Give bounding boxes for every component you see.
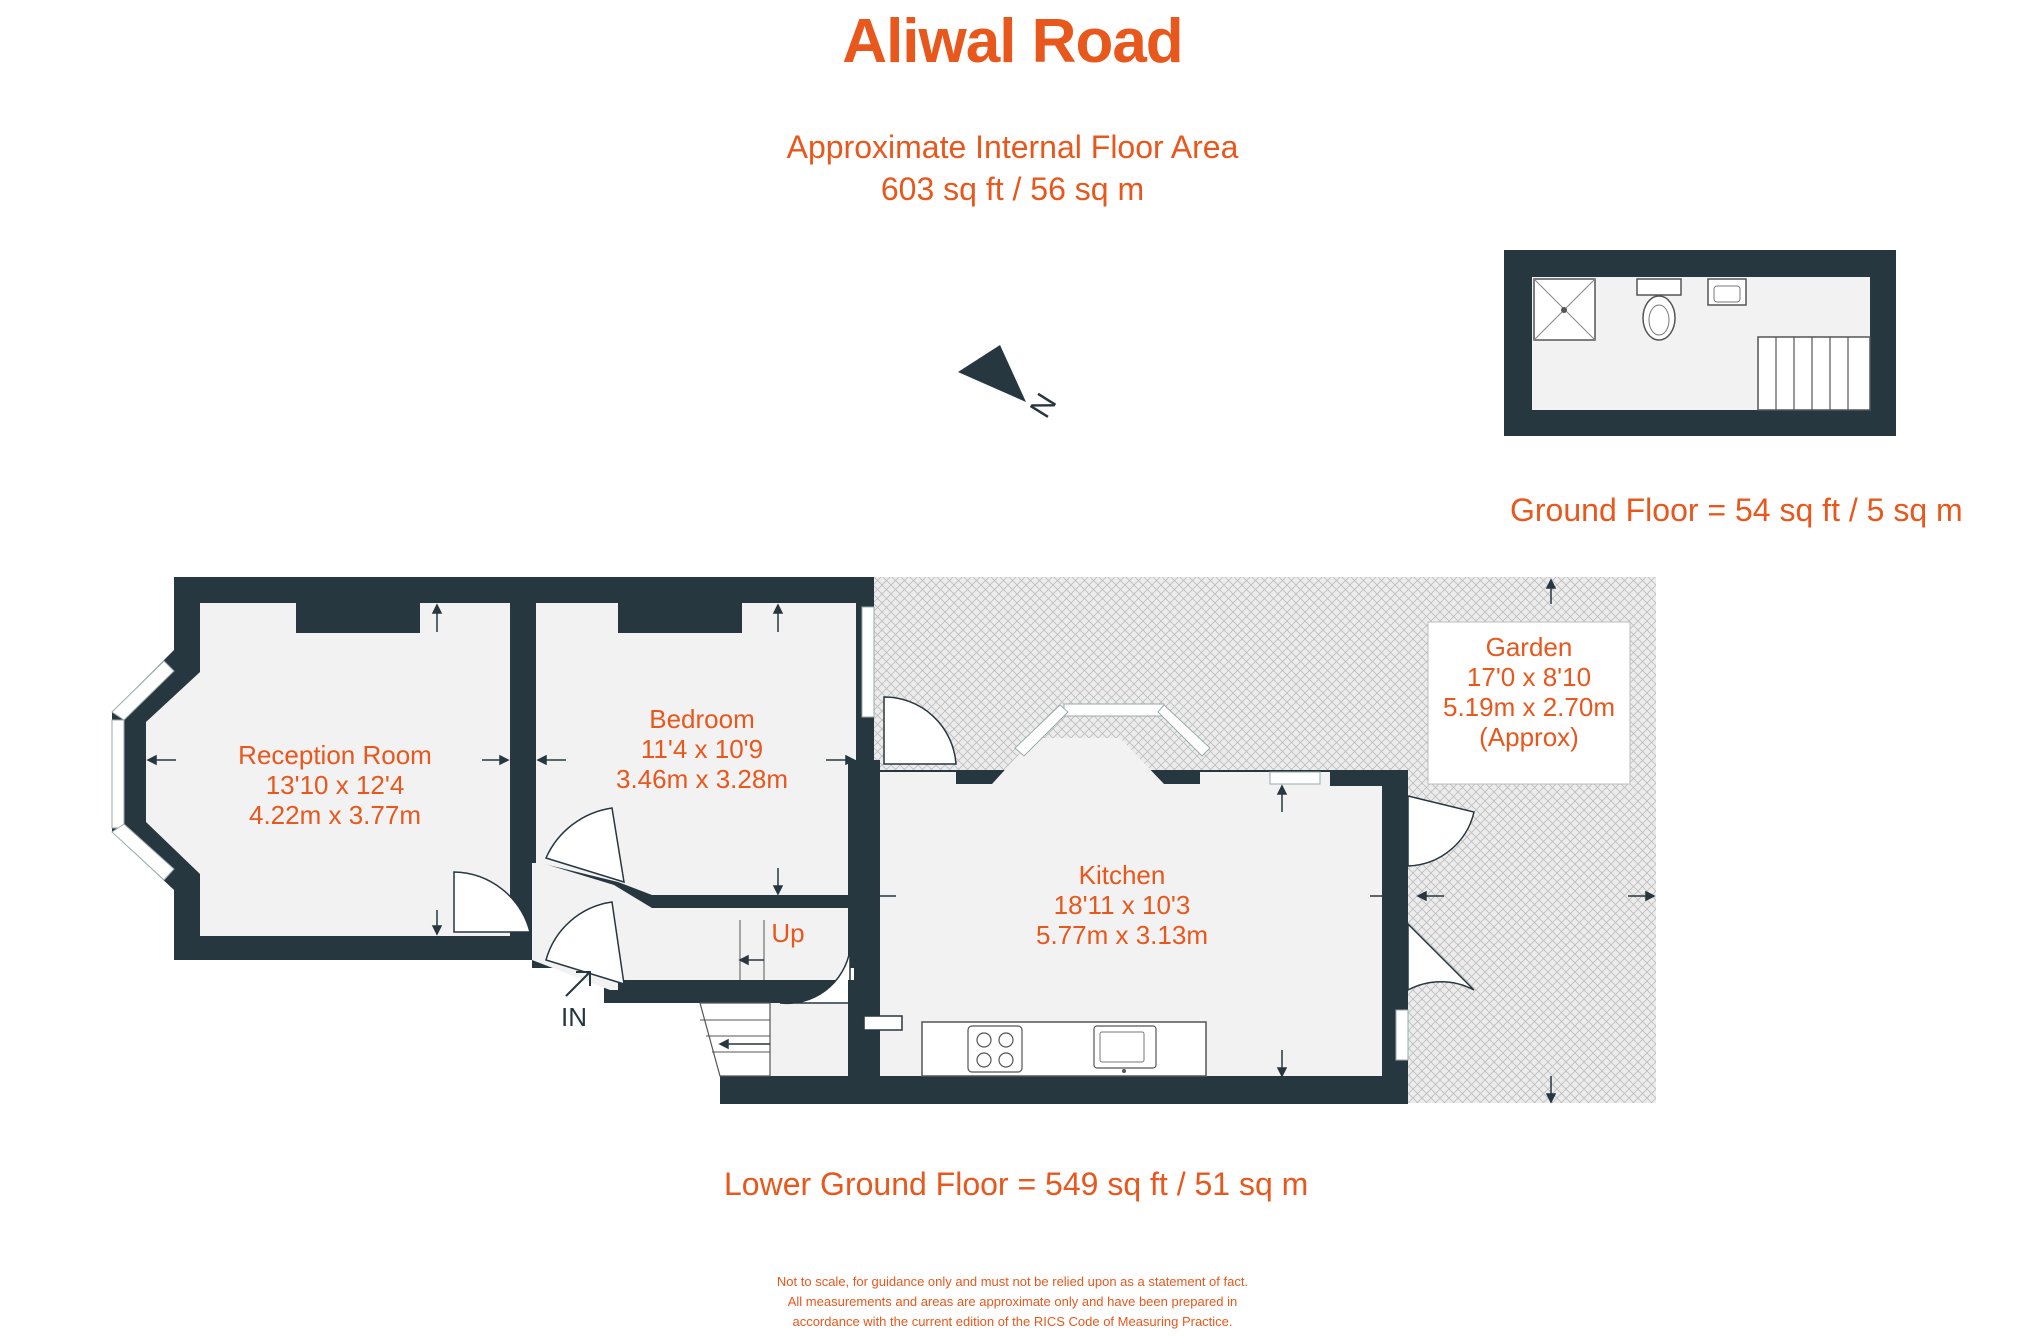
disclaimer: Not to scale, for guidance only and must… [0,1272,2025,1332]
floor-area-heading: Approximate Internal Floor Area [786,129,1239,165]
lower-ground-floor-area-label: Lower Ground Floor = 549 sq ft / 51 sq m [724,1166,1309,1202]
property-title: Aliwal Road [842,7,1183,76]
garden-metric: 5.19m x 2.70m [1443,692,1615,722]
toilet-icon [1636,278,1682,341]
floor-area-summary: Approximate Internal Floor Area 603 sq f… [0,126,2025,210]
hob-icon [967,1025,1023,1073]
compass-north-arrow [958,345,1026,402]
kitchen-worktop [921,1021,1207,1077]
reception-room-imperial: 13'10 x 12'4 [266,770,405,800]
floor-area-value: 603 sq ft / 56 sq m [880,171,1145,207]
disclaimer-line-1: Not to scale, for guidance only and must… [776,1274,1249,1289]
reception-room-floor [146,603,510,936]
kitchen-name: Kitchen [1079,860,1166,890]
dimension-markers [146,578,1656,1104]
garden-label-box [1427,621,1631,785]
kitchen-bay-window [1014,703,1321,785]
stairs-up-label: Up [771,918,804,948]
garden-imperial: 17'0 x 8'10 [1467,662,1591,692]
bedroom-name: Bedroom [649,704,755,734]
garden-name: Garden [1486,632,1573,662]
kitchen-metric: 5.77m x 3.13m [1036,920,1208,950]
entrance-label: IN [561,1002,587,1032]
kitchen-floor [880,738,1382,1076]
ground-floor-area-label: Ground Floor = 54 sq ft / 5 sq m [1510,492,1963,528]
reception-bay-window [111,660,175,881]
compass-north-label: N [1024,388,1063,424]
garden-note: (Approx) [1479,722,1579,752]
reception-room-name: Reception Room [238,740,432,770]
disclaimer-line-3: accordance with the current edition of t… [792,1314,1233,1329]
basin-icon [1707,278,1747,306]
bedroom-metric: 3.46m x 3.28m [616,764,788,794]
lower-ground-stairs [699,920,771,1077]
sink-icon [1093,1025,1157,1073]
door-swings [453,696,1475,1031]
kitchen-imperial: 18'11 x 10'3 [1054,890,1191,920]
disclaimer-line-2: All measurements and areas are approxima… [787,1294,1238,1309]
reception-room-metric: 4.22m x 3.77m [249,800,421,830]
ground-floor-plan [1504,250,1896,436]
ground-floor-stairs [1757,336,1871,411]
bedroom-imperial: 11'4 x 10'9 [641,734,763,764]
entrance-arrow-icon [565,971,591,997]
bedroom-floor [536,603,856,895]
